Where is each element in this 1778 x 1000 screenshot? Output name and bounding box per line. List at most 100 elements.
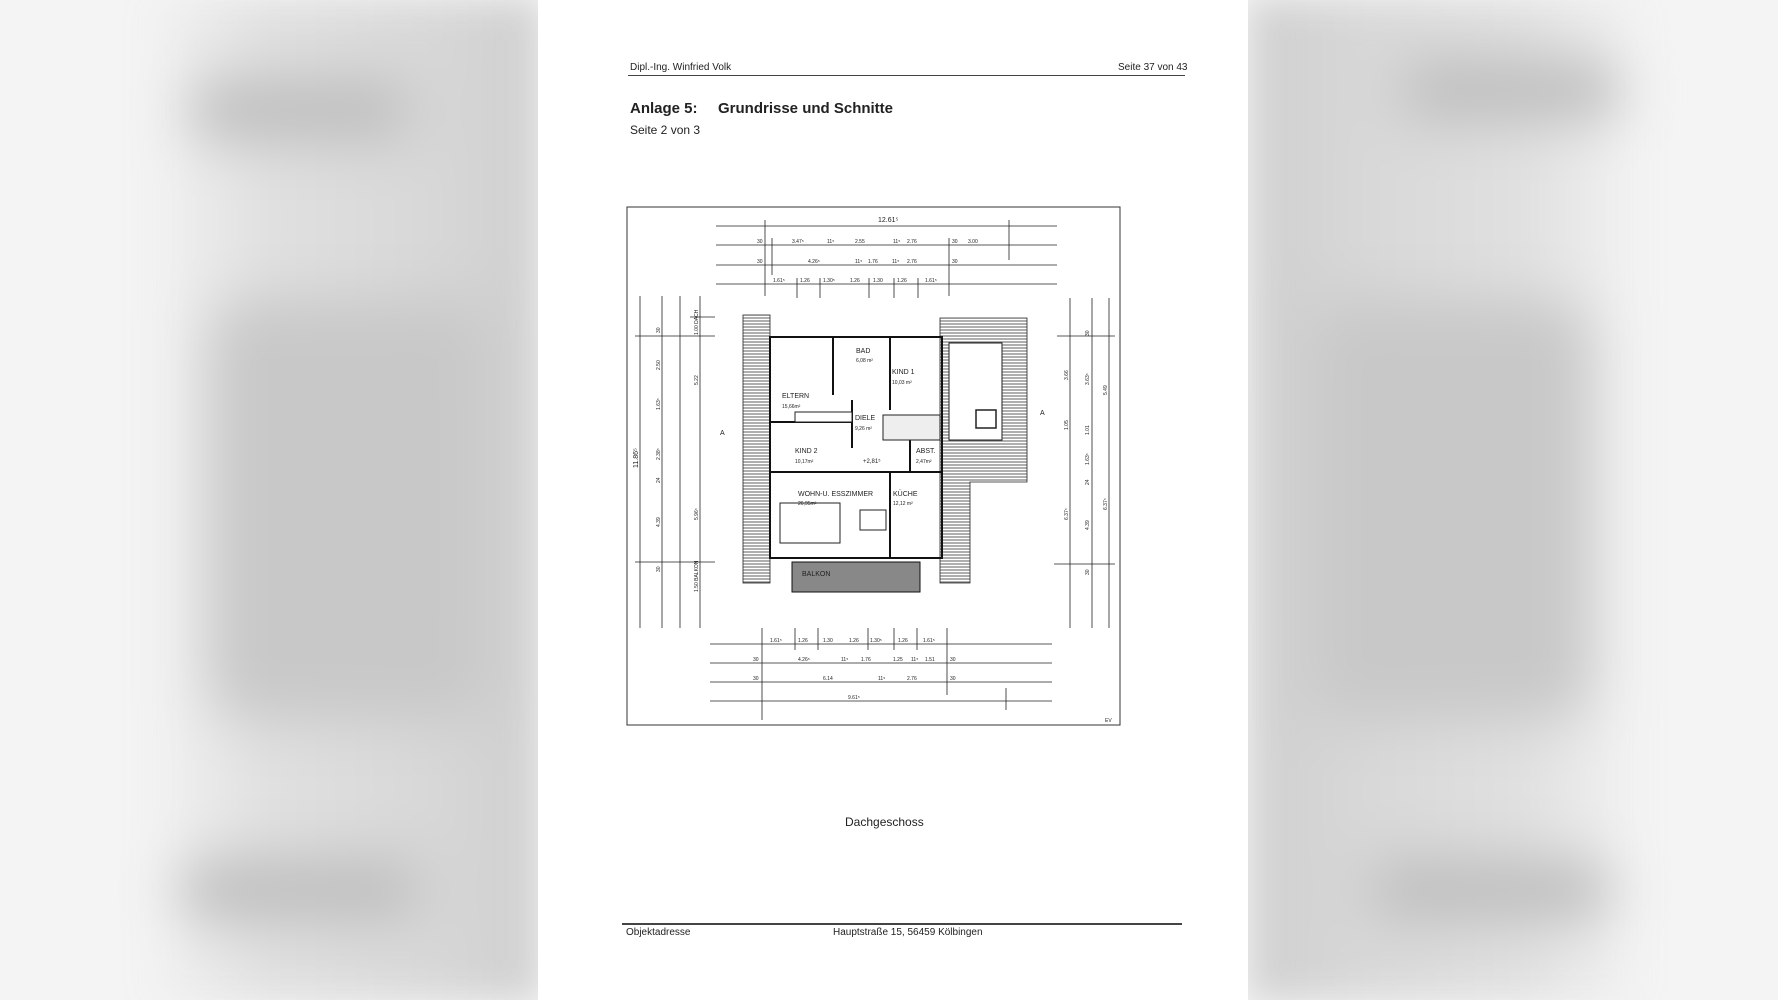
dimension-label: 1.30 [873,278,883,284]
dimension-label: 30 [1085,330,1091,336]
room-bad-area: 6,08 m² [856,358,873,364]
room-kind2: KIND 2 [795,448,818,455]
dimension-label: 1.30⁵ [823,278,835,284]
room-diele-area: 9,26 m² [855,426,872,432]
dimension-label: 24 [1085,479,1091,485]
dimension-label: 11⁵ [892,259,899,265]
roof-left [742,314,771,584]
dimension-label: 11.86⁵ [633,448,640,468]
dimension-label: 6.14 [823,676,833,682]
dimension-label: 5.22 [694,375,700,385]
room-diele: DIELE [855,415,876,422]
dimension-label: 1.76 [861,657,871,663]
dimension-label: 1.26 [898,638,908,644]
dimension-label: 1.61⁵ [925,278,937,284]
dimension-label: 2.55 [855,239,865,245]
dimension-label: 1.61⁵ [770,638,782,644]
appendix-subtitle: Seite 2 von 3 [630,123,701,137]
room-eltern: ELTERN [782,393,809,400]
plan-caption: Dachgeschoss [845,815,924,829]
section-marker-left: A [720,430,725,437]
section-marker-right: A [1040,410,1045,417]
dimension-label: 30 [656,566,662,572]
dimension-label: 1.26 [849,638,859,644]
dimension-label: 2.50 [656,360,662,370]
balcony [791,561,921,593]
dimension-label: 9.61⁵ [848,695,860,701]
dimension-label: 30 [952,259,958,265]
dimension-label: 1.00 DACH [694,309,700,335]
dimension-label: 1.61⁵ [923,638,935,644]
dimension-label: 30 [950,657,956,663]
dimension-label: 1.25 [893,657,903,663]
dimension-label: 3.47⁵ [792,239,804,245]
room-eltern-area: 15,66m² [782,404,801,410]
dimension-label: 1.50 BALKON [694,560,700,592]
dimension-label: 1.76 [868,259,878,265]
dimension-label: 30 [757,239,763,245]
dimension-label: 2.76 [907,259,917,265]
dimension-label: 2.76 [907,676,917,682]
dimension-label: 11⁵ [878,676,885,682]
dimension-label: 11⁵ [827,239,834,245]
dimension-label: 30 [757,259,763,265]
dimension-label: 1.05 [1064,420,1070,430]
dimension-label: 30 [753,676,759,682]
footer-label: Objektadresse [626,927,691,938]
room-kind1: KIND 1 [892,369,915,376]
dimension-label: 6.37⁵ [1064,508,1070,520]
room-abst-area: 2,47m² [916,459,932,465]
wardrobe [794,411,853,423]
header-page-number: Seite 37 von 43 [1118,62,1188,73]
dimension-label: 1.26 [897,278,907,284]
dimension-label: 30 [656,327,662,333]
dimension-label: 4.39 [656,517,662,527]
appendix-label: Anlage 5: [630,100,698,117]
room-kind2-area: 10,17m² [795,459,814,465]
room-balkon: BALKON [802,571,830,578]
appendix-title: Grundrisse und Schnitte [718,100,894,117]
staircase [882,414,941,441]
dimension-label: 30 [753,657,759,663]
dining-table [859,509,887,531]
dimension-label: 2.38⁵ [656,448,662,460]
room-abst: ABST. [916,448,936,455]
room-kueche: KÜCHE [893,490,918,498]
dimension-label: 30 [1085,569,1091,575]
room-wohnzimmer: WOHN-U. ESSZIMMER [798,491,873,498]
dimension-labels-right: 30 3.66 3.63⁵ 5.49 1.05 1.01 1.63⁵ 24 6.… [1064,330,1109,575]
dimension-label: 4.26⁵ [798,657,810,663]
room-wohnzimmer-area: 26,95m² [798,501,817,507]
dimension-label: 2.76 [907,239,917,245]
dimension-label: 11⁵ [855,259,862,265]
dimension-label: 1.30⁵ [870,638,882,644]
dimension-labels-bottom: 1.61⁵ 1.26 1.30 1.26 1.30⁵ 1.26 1.61⁵ 30 4.26⁵ 1… [753,638,956,701]
dimension-label: 12.61⁵ [878,217,899,224]
dimension-label: 1.26 [798,638,808,644]
dimension-label: 1.30 [823,638,833,644]
footer-rule [622,923,1182,925]
plan-frame [626,206,1121,726]
dimension-label: 1.26 [850,278,860,284]
dimension-label: 1.63⁵ [1085,453,1091,465]
dimension-label: 6.37⁵ [1103,498,1109,510]
header-author: Dipl.-Ing. Winfried Volk [630,62,732,73]
sofa [779,502,841,544]
chimney [975,409,997,429]
dimension-label: 4.26⁵ [808,259,820,265]
dimension-label: 11⁵ [841,657,848,663]
dimension-labels-top: 12.61⁵ 30 3.47⁵ 11⁵ 2.55 11⁵ 2.76 30 3.00 30 4.2… [757,217,978,284]
dimension-label: 4.39 [1085,520,1091,530]
footer-address: Hauptstraße 15, 56459 Kölbingen [833,927,983,938]
dimension-label: 1.01 [1085,425,1091,435]
dimension-label: 30 [952,239,958,245]
dimension-lines [635,220,1115,720]
dimension-label: 11⁵ [893,239,900,245]
level-mark: +2,81⁵ [863,458,881,465]
room-bad: BAD [856,348,870,355]
header-rule [628,75,1185,76]
dimension-label: 3.00 [968,239,978,245]
dimension-label: 24 [656,477,662,483]
dimension-label: 3.63⁵ [1085,373,1091,385]
